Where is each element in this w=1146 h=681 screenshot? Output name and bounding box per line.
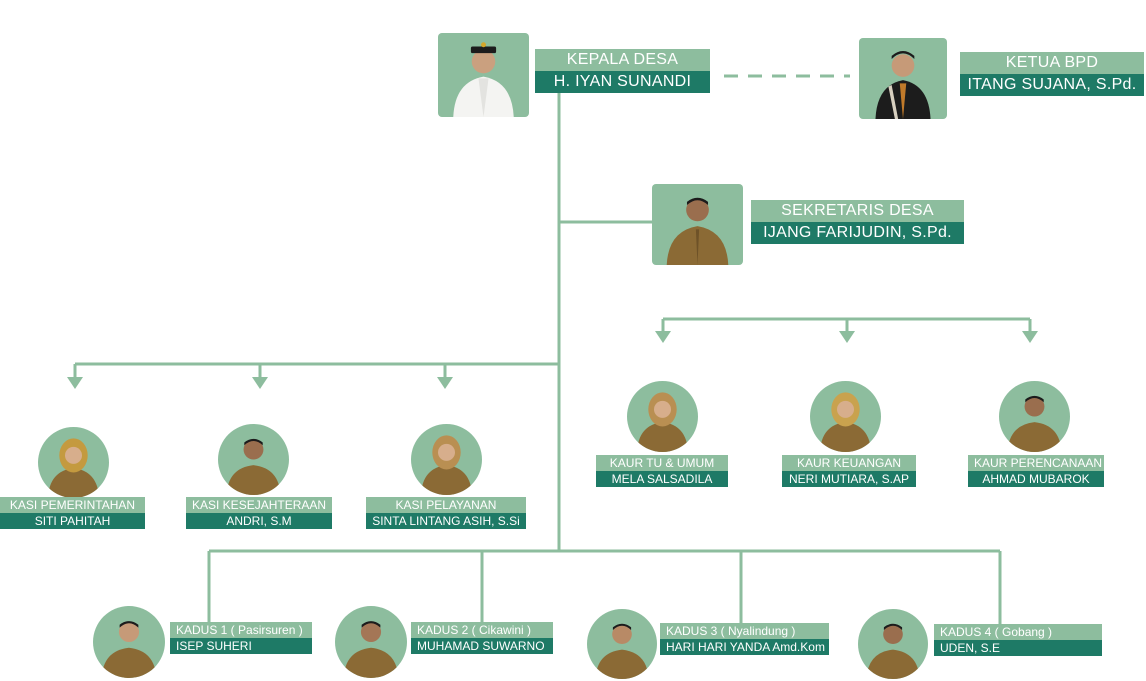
kepala-desa-title: KEPALA DESA bbox=[535, 49, 710, 71]
kadus-3-photo bbox=[587, 609, 657, 679]
arrow-down-icon bbox=[655, 331, 671, 343]
kadus-2-label: KADUS 2 ( Cikawini ) MUHAMAD SUWARNO bbox=[411, 622, 553, 654]
sekretaris-desa-name: IJANG FARIJUDIN, S.Pd. bbox=[751, 222, 964, 244]
kaur-tu-umum-label: KAUR TU & UMUM MELA SALSADILA bbox=[596, 455, 728, 487]
person-brown-uniform-icon bbox=[1007, 395, 1062, 452]
person-brown-uniform-icon bbox=[595, 623, 649, 679]
kasi-kesejahteraan-title: KASI KESEJAHTERAAN bbox=[186, 497, 332, 513]
kadus-2-photo bbox=[335, 606, 407, 678]
kadus-1-name: ISEP SUHERI bbox=[170, 638, 312, 654]
arrow-down-icon bbox=[252, 377, 268, 389]
ketua-bpd-name: ITANG SUJANA, S.Pd. bbox=[960, 74, 1144, 96]
arrow-down-icon bbox=[1022, 331, 1038, 343]
kaur-keuangan-label: KAUR KEUANGAN NERI MUTIARA, S.AP bbox=[782, 455, 916, 487]
kadus-3-title: KADUS 3 ( Nyalindung ) bbox=[660, 623, 829, 639]
kadus-3-name: HARI HARI YANDA Amd.Kom bbox=[660, 639, 829, 655]
kaur-tu-umum-name: MELA SALSADILA bbox=[596, 471, 728, 487]
arrow-down-icon bbox=[437, 377, 453, 389]
kaur-perencanaan-title: KAUR PERENCANAAN bbox=[968, 455, 1104, 471]
kepala-desa-label: KEPALA DESA H. IYAN SUNANDI bbox=[535, 49, 710, 93]
person-black-suit-icon bbox=[862, 38, 944, 119]
kepala-desa-name: H. IYAN SUNANDI bbox=[535, 71, 710, 93]
kadus-4-name: UDEN, S.E bbox=[934, 640, 1102, 656]
kasi-pemerintahan-label: KASI PEMERINTAHAN SITI PAHITAH bbox=[0, 497, 145, 529]
kasi-pelayanan-photo bbox=[411, 424, 482, 495]
person-hijab-brown-uniform-icon bbox=[819, 392, 872, 452]
kadus-1-label: KADUS 1 ( Pasirsuren ) ISEP SUHERI bbox=[170, 622, 312, 654]
person-hijab-brown-uniform-icon bbox=[47, 438, 100, 498]
kadus-2-title: KADUS 2 ( Cikawini ) bbox=[411, 622, 553, 638]
kadus-3-label: KADUS 3 ( Nyalindung ) HARI HARI YANDA A… bbox=[660, 623, 829, 655]
kasi-pelayanan-title: KASI PELAYANAN bbox=[366, 497, 526, 513]
kadus-1-photo bbox=[93, 606, 165, 678]
ketua-bpd-title: KETUA BPD bbox=[960, 52, 1144, 74]
ketua-bpd-label: KETUA BPD ITANG SUJANA, S.Pd. bbox=[960, 52, 1144, 96]
kasi-pelayanan-name: SINTA LINTANG ASIH, S.Si bbox=[366, 513, 526, 529]
kaur-keuangan-photo bbox=[810, 381, 881, 452]
kadus-4-title: KADUS 4 ( Gobang ) bbox=[934, 624, 1102, 640]
kadus-4-photo bbox=[858, 609, 928, 679]
kaur-tu-umum-photo bbox=[627, 381, 698, 452]
kasi-kesejahteraan-photo bbox=[218, 424, 289, 495]
person-brown-uniform-icon bbox=[226, 438, 281, 495]
person-brown-uniform-icon bbox=[866, 623, 920, 679]
kasi-pemerintahan-name: SITI PAHITAH bbox=[0, 513, 145, 529]
kasi-pemerintahan-title: KASI PEMERINTAHAN bbox=[0, 497, 145, 513]
person-brown-uniform-icon bbox=[657, 184, 738, 265]
arrow-down-icon bbox=[839, 331, 855, 343]
arrow-down-icon bbox=[67, 377, 83, 389]
kepala-desa-photo bbox=[438, 33, 529, 117]
kaur-tu-umum-title: KAUR TU & UMUM bbox=[596, 455, 728, 471]
kaur-perencanaan-photo bbox=[999, 381, 1070, 452]
sekretaris-desa-label: SEKRETARIS DESA IJANG FARIJUDIN, S.Pd. bbox=[751, 200, 964, 244]
kasi-pelayanan-label: KASI PELAYANAN SINTA LINTANG ASIH, S.Si bbox=[366, 497, 526, 529]
kasi-pemerintahan-photo bbox=[38, 427, 109, 498]
kaur-keuangan-title: KAUR KEUANGAN bbox=[782, 455, 916, 471]
kaur-perencanaan-name: AHMAD MUBAROK bbox=[968, 471, 1104, 487]
kaur-keuangan-name: NERI MUTIARA, S.AP bbox=[782, 471, 916, 487]
kaur-perencanaan-label: KAUR PERENCANAAN AHMAD MUBAROK bbox=[968, 455, 1104, 487]
kadus-4-label: KADUS 4 ( Gobang ) UDEN, S.E bbox=[934, 624, 1102, 656]
person-brown-uniform-icon bbox=[101, 621, 157, 678]
person-white-uniform-icon bbox=[441, 33, 526, 117]
sekretaris-desa-photo bbox=[652, 184, 743, 265]
kadus-1-title: KADUS 1 ( Pasirsuren ) bbox=[170, 622, 312, 638]
kadus-2-name: MUHAMAD SUWARNO bbox=[411, 638, 553, 654]
person-hijab-brown-uniform-icon bbox=[636, 392, 689, 452]
ketua-bpd-photo bbox=[859, 38, 947, 119]
sekretaris-desa-title: SEKRETARIS DESA bbox=[751, 200, 964, 222]
kasi-kesejahteraan-name: ANDRI, S.M bbox=[186, 513, 332, 529]
kasi-kesejahteraan-label: KASI KESEJAHTERAAN ANDRI, S.M bbox=[186, 497, 332, 529]
person-brown-uniform-icon bbox=[343, 621, 399, 678]
person-hijab-brown-uniform-icon bbox=[420, 435, 473, 495]
